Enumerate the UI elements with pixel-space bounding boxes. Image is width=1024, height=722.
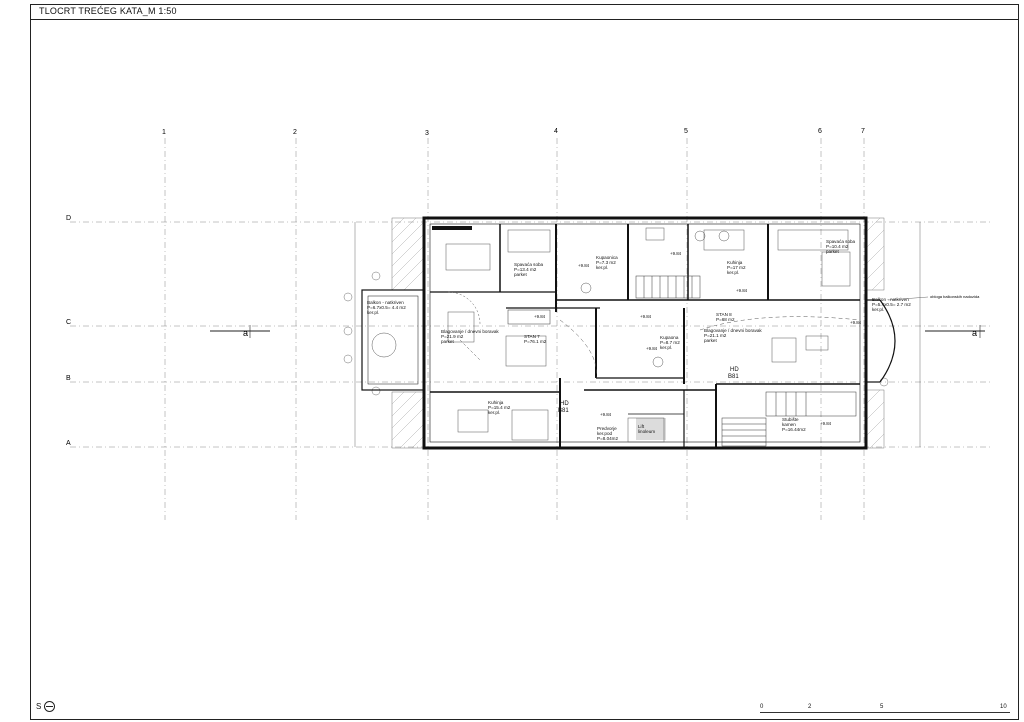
grid-row-c: C — [66, 319, 71, 326]
section-marker-left: a — [210, 325, 270, 338]
stairs — [507, 275, 857, 447]
grid-col-6: 6 — [818, 128, 822, 135]
elevation-marks: +9.84 +9.84 +9.84 +9.84 +9.84 +9.84 +9.8… — [534, 251, 862, 426]
elevation-mark: +9.84 — [736, 288, 748, 293]
door-tag: HD — [560, 401, 569, 407]
dimension-chain — [343, 222, 921, 447]
elevation-mark: +9.84 — [850, 320, 862, 325]
elevation-mark: +9.84 — [534, 314, 546, 319]
door-tags: HD B81 HD B81 — [558, 367, 739, 414]
grid-row-a: A — [66, 440, 71, 447]
grid-row-d: D — [66, 215, 71, 222]
grid-col-7: 7 — [861, 128, 865, 135]
sheet-title: TLOCRT TREĆEG KATA_M 1:50 — [39, 6, 177, 16]
svg-text:a: a — [972, 328, 977, 338]
lift-shaft — [636, 418, 666, 440]
grid-lines — [70, 138, 990, 520]
north-arrow-icon — [44, 701, 56, 712]
elevation-mark: +9.84 — [640, 314, 652, 319]
section-marker-right: a — [925, 325, 985, 338]
door-tag: HD — [730, 367, 739, 373]
elevation-mark: +9.84 — [578, 263, 590, 268]
elevation-mark: +9.84 — [670, 251, 682, 256]
graphic-scale-bar — [760, 712, 1010, 713]
scale-label: 0 — [760, 704, 764, 710]
scale-label: 5 — [880, 704, 884, 710]
title-block: TLOCRT TREĆEG KATA_M 1:50 — [30, 4, 1019, 20]
grid-col-2: 2 — [293, 129, 297, 136]
grid-col-3: 3 — [425, 130, 429, 137]
right-note: obloga balkonskih nadozida — [930, 294, 980, 299]
wall-fill — [432, 226, 472, 230]
walls — [361, 216, 896, 450]
elevation-mark: +9.84 — [820, 421, 832, 426]
furniture — [371, 227, 861, 443]
scale-label: 2 — [808, 704, 812, 710]
grid-row-b: B — [66, 375, 71, 382]
door-tag: B81 — [558, 408, 569, 414]
door-tag: B81 — [728, 374, 739, 380]
drawing-frame — [30, 19, 1019, 720]
grid-col-4: 4 — [554, 128, 558, 135]
svg-text:a: a — [243, 328, 248, 338]
grid-col-5: 5 — [684, 128, 688, 135]
grid-col-1: 1 — [162, 129, 166, 136]
elevation-mark: +9.84 — [646, 346, 658, 351]
north-label: S — [36, 702, 42, 711]
north-indicator: S — [36, 701, 56, 712]
scale-label: 10 — [1000, 704, 1007, 710]
elevation-mark: +9.84 — [600, 412, 612, 417]
